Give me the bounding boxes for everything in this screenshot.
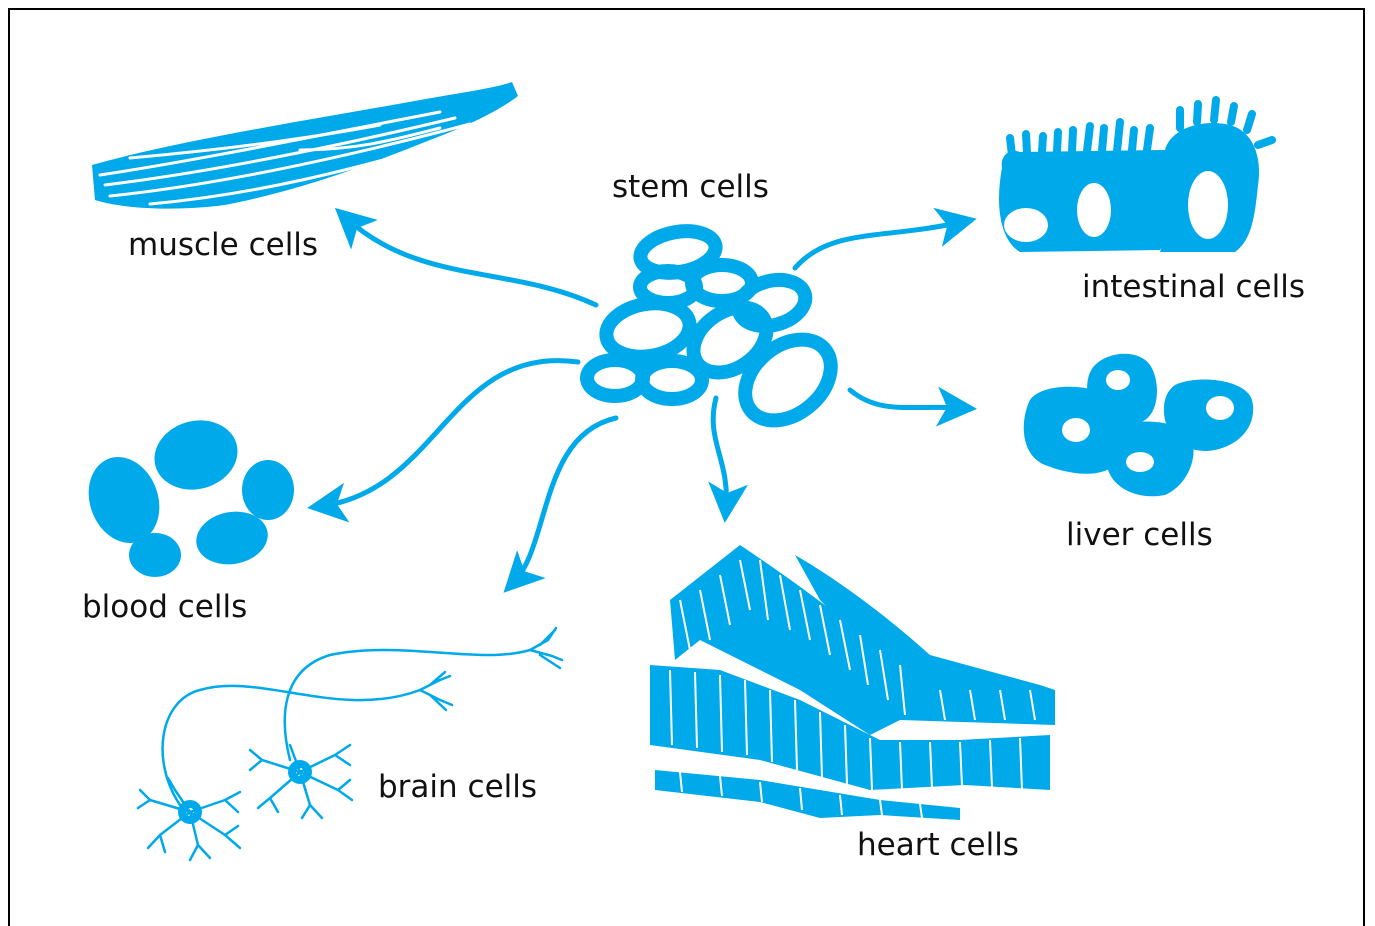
intestinal-cells-label: intestinal cells [1082,272,1305,303]
arrow-to-muscle [346,218,596,305]
heart-cells-graphic [650,545,1055,820]
heart-cells-label: heart cells [857,830,1019,861]
brain-cells-label: brain cells [378,772,537,803]
brain-cells-graphic [138,628,562,860]
arrow-to-intestinal [795,222,962,268]
arrow-to-heart [713,398,726,508]
blood-cells-label: blood cells [82,592,247,623]
liver-cells-label: liver cells [1066,520,1213,551]
arrow-to-blood [322,361,578,506]
muscle-cells-graphic [92,82,518,209]
intestinal-cells-graphic [999,100,1272,252]
arrow-to-liver [850,390,962,408]
liver-cells-graphic [1024,354,1253,497]
blood-cells-graphic [77,411,294,577]
arrow-to-brain [514,418,616,582]
muscle-cells-label: muscle cells [128,230,318,261]
stem-cells-label: stem cells [612,172,769,203]
